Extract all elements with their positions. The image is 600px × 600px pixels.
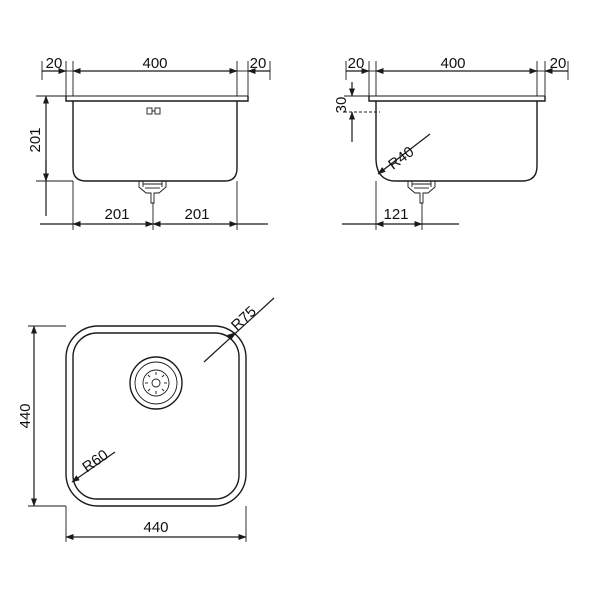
- drain-icon: [138, 181, 167, 204]
- front-bowl: [72, 101, 238, 182]
- side-rim-right-label: 20: [550, 55, 567, 72]
- drain-icon: [129, 356, 183, 410]
- front-rim-left-label: 20: [46, 55, 63, 72]
- top-width-label: 440: [143, 519, 168, 536]
- drain-icon: [407, 181, 436, 204]
- radius-leader: [203, 297, 275, 363]
- side-drain-offset-label: 121: [383, 206, 408, 223]
- front-rim: [65, 96, 249, 102]
- front-half-right-label: 201: [184, 206, 209, 223]
- overflow-icon: [146, 107, 161, 115]
- radius-leader: [71, 451, 116, 483]
- front-half-left-label: 201: [104, 206, 129, 223]
- front-depth-label: 201: [27, 127, 44, 152]
- front-view: 20 400 20 201 201 201: [27, 55, 271, 230]
- side-view: 20 400 20 30 R40 121: [333, 55, 569, 230]
- top-outer-radius-label: R75: [228, 303, 260, 334]
- top-outer-outline: [65, 325, 247, 507]
- top-inner-outline: [72, 332, 240, 500]
- side-rim-left-label: 20: [348, 55, 365, 72]
- side-width-label: 400: [440, 55, 465, 72]
- front-width-label: 400: [142, 55, 167, 72]
- radius-leader: [377, 133, 431, 175]
- front-rim-right-label: 20: [250, 55, 267, 72]
- side-bowl: [375, 101, 538, 182]
- side-rim-height-label: 30: [333, 97, 350, 114]
- top-height-label: 440: [17, 403, 34, 428]
- side-rim: [368, 96, 546, 102]
- top-view: R75 R60 440 440: [17, 297, 275, 542]
- top-inner-radius-label: R60: [79, 446, 111, 476]
